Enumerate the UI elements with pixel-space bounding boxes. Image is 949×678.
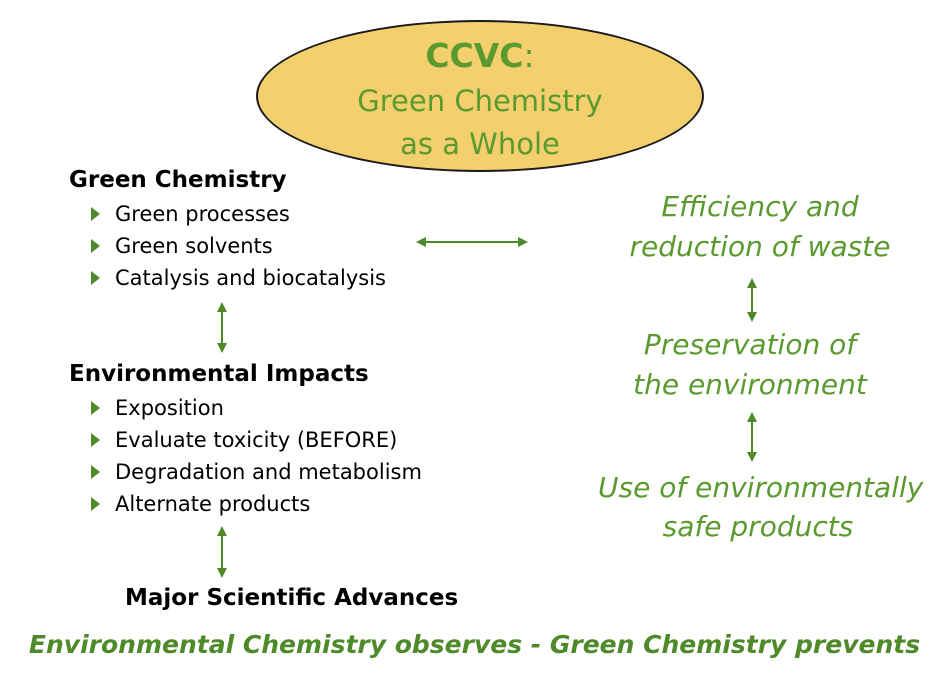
safe-products-line-2: safe products [662,510,854,543]
list-item: Degradation and metabolism [91,456,422,488]
list-item: Green solvents [91,230,386,262]
list-item: Green processes [91,198,386,230]
green-chemistry-list: Green processes Green solvents Catalysis… [91,198,386,294]
triangle-right-icon [91,497,100,511]
list-item: Alternate products [91,488,422,520]
efficiency-line-1: Efficiency and [661,190,859,223]
title-line-1: CCVC: [256,36,704,75]
title-line-2: Green Chemistry [357,84,603,118]
preservation-line-1: Preservation of [643,328,857,361]
safe-products-line-1: Use of environmentally [598,471,924,504]
triangle-right-icon [91,207,100,221]
environmental-impacts-list: Exposition Evaluate toxicity (BEFORE) De… [91,392,422,520]
environmental-impacts-heading: Environmental Impacts [69,361,369,387]
advances-heading: Major Scientific Advances [125,585,459,611]
title-abbrev: CCVC [425,36,524,75]
triangle-right-icon [91,401,100,415]
preservation-line-2: the environment [633,368,867,401]
footer-text: Environmental Chemistry observes - Green… [28,630,921,659]
triangle-right-icon [91,239,100,253]
triangle-right-icon [91,433,100,447]
efficiency-line-2: reduction of waste [629,230,891,263]
title-ellipse [256,20,704,172]
list-item: Evaluate toxicity (BEFORE) [91,424,422,456]
green-chemistry-heading: Green Chemistry [69,167,287,193]
title-colon: : [523,36,535,75]
list-item: Catalysis and biocatalysis [91,262,386,294]
title-line-3: as a Whole [400,127,560,161]
triangle-right-icon [91,465,100,479]
list-item: Exposition [91,392,422,424]
triangle-right-icon [91,271,100,285]
